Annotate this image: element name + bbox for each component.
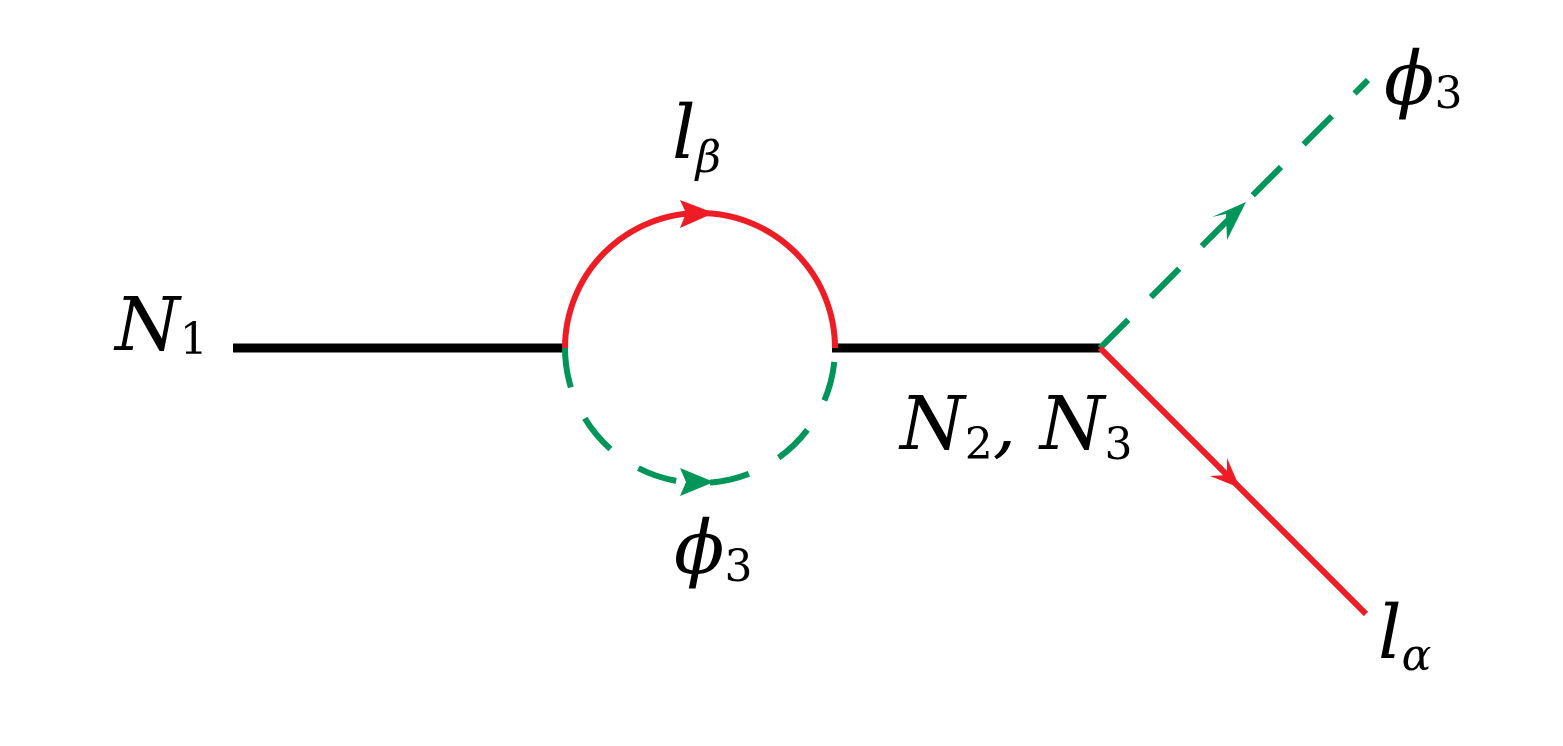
label-n2-n3: N2, N3 bbox=[898, 381, 1133, 470]
label-l-beta: lβ bbox=[672, 90, 721, 183]
loop-scalar-arc bbox=[562, 347, 838, 486]
label-l-alpha: lα bbox=[1378, 590, 1431, 681]
loop-scalar-arrow bbox=[680, 468, 714, 496]
label-phi3-out: ϕ3 bbox=[1384, 36, 1462, 122]
label-phi3-loop: ϕ3 bbox=[674, 505, 752, 592]
out-scalar-arrow bbox=[1212, 202, 1246, 240]
label-n1: N1 bbox=[113, 282, 208, 368]
out-scalar-line bbox=[1097, 77, 1371, 351]
out-lepton-arrow bbox=[1210, 458, 1240, 488]
loop-lepton-arc bbox=[562, 210, 838, 349]
loop-lepton-arrow bbox=[680, 200, 714, 228]
